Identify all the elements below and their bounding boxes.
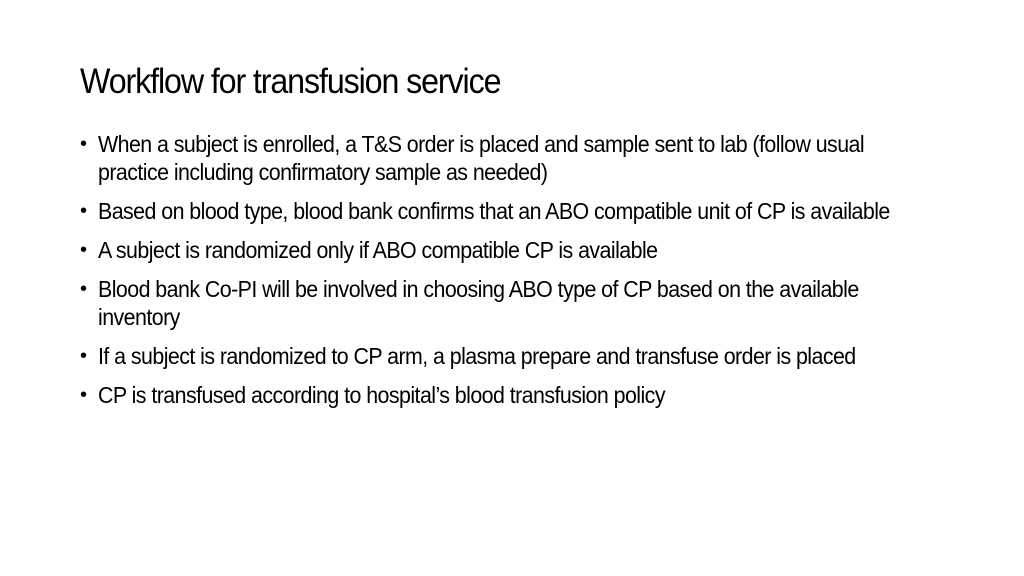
bullet-item: • When a subject is enrolled, a T&S orde… [78, 130, 978, 186]
bullet-icon: • [80, 133, 87, 155]
bullet-text: A subject is randomized only if ABO comp… [98, 237, 658, 263]
bullet-item: • A subject is randomized only if ABO co… [78, 236, 978, 264]
bullet-text: CP is transfused according to hospital’s… [98, 382, 666, 408]
bullet-text: Blood bank Co-PI will be involved in cho… [98, 276, 859, 330]
bullet-text: When a subject is enrolled, a T&S order … [98, 131, 865, 185]
bullet-item: • CP is transfused according to hospital… [78, 381, 978, 409]
bullet-item: • If a subject is randomized to CP arm, … [78, 342, 978, 370]
bullet-icon: • [80, 278, 87, 300]
bullet-text: Based on blood type, blood bank confirms… [98, 198, 890, 224]
bullet-list: • When a subject is enrolled, a T&S orde… [78, 130, 978, 420]
bullet-icon: • [80, 239, 87, 261]
bullet-icon: • [80, 345, 87, 367]
bullet-icon: • [80, 200, 87, 222]
bullet-item: • Blood bank Co-PI will be involved in c… [78, 275, 978, 331]
bullet-text: If a subject is randomized to CP arm, a … [98, 343, 856, 369]
slide-title: Workflow for transfusion service [80, 62, 502, 101]
bullet-item: • Based on blood type, blood bank confir… [78, 197, 978, 225]
bullet-icon: • [80, 384, 87, 406]
